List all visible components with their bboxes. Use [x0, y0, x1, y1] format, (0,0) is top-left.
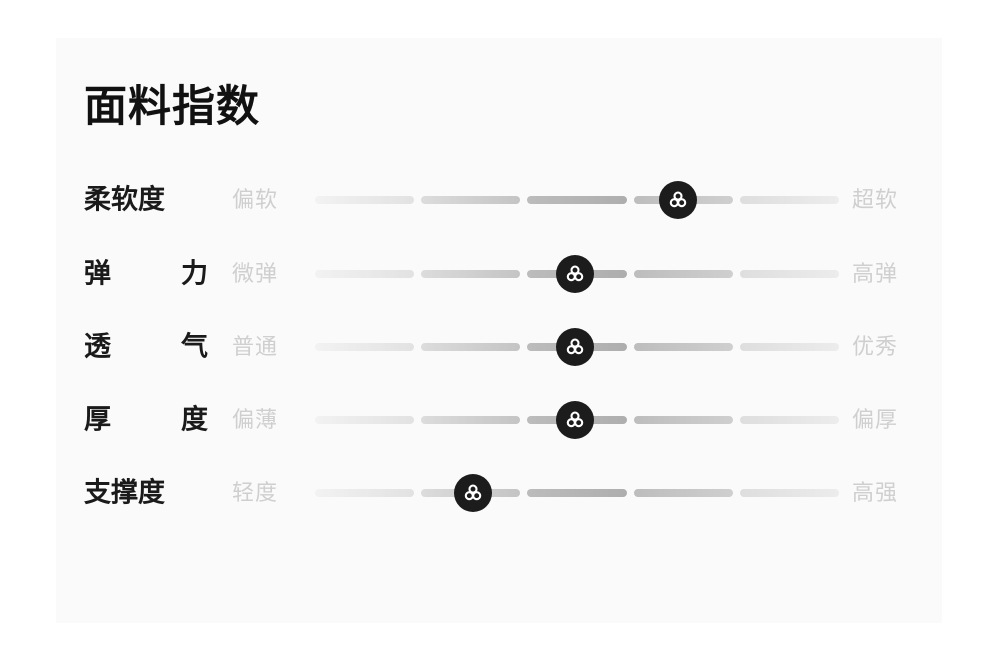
row-left-end-label: 偏薄	[232, 407, 279, 432]
track-segment-5[interactable]	[739, 416, 840, 424]
row-right-end-label: 优秀	[852, 334, 899, 359]
row-left-end-label: 微弹	[232, 261, 279, 286]
slider-thumb-3[interactable]	[556, 328, 594, 366]
page-title: 面料指数	[84, 83, 260, 131]
track-segment-1[interactable]	[315, 416, 415, 424]
track-segment-4[interactable]	[633, 270, 733, 278]
fabric-index-row-3: 透气 普通 优秀	[56, 321, 942, 373]
row-slider-track[interactable]	[315, 196, 840, 204]
track-segment-2[interactable]	[421, 270, 521, 278]
slider-thumb-5[interactable]	[454, 474, 492, 512]
track-segment-5[interactable]	[739, 270, 840, 278]
fabric-index-panel: 面料指数 柔软度 偏软 超软 弹力	[56, 38, 942, 623]
track-segment-5[interactable]	[739, 343, 840, 351]
track-segment-2[interactable]	[421, 416, 521, 424]
fabric-index-row-4: 厚度 偏薄 偏厚	[56, 394, 942, 446]
row-right-end-label: 高强	[852, 480, 899, 505]
row-left-end-label: 偏软	[232, 187, 279, 212]
row-right-end-label: 超软	[852, 187, 899, 212]
row-right-end-label: 偏厚	[852, 407, 899, 432]
track-segment-1[interactable]	[315, 196, 415, 204]
track-segment-4[interactable]	[633, 416, 733, 424]
track-segment-2[interactable]	[421, 196, 521, 204]
track-segment-5[interactable]	[739, 196, 840, 204]
slider-thumb-4[interactable]	[556, 401, 594, 439]
track-segment-4[interactable]	[633, 489, 733, 497]
fabric-index-row-5: 支撑度 轻度 高强	[56, 467, 942, 519]
slider-thumb-2[interactable]	[556, 255, 594, 293]
track-segment-1[interactable]	[315, 270, 415, 278]
row-right-end-label: 高弹	[852, 261, 899, 286]
trefoil-icon	[563, 335, 587, 359]
row-label-4: 厚度	[84, 404, 208, 435]
row-left-end-label: 轻度	[232, 480, 279, 505]
track-segment-4[interactable]	[633, 343, 733, 351]
trefoil-icon	[563, 408, 587, 432]
trefoil-icon	[461, 481, 485, 505]
trefoil-icon	[666, 188, 690, 212]
row-label-3: 透气	[84, 331, 208, 362]
fabric-index-row-1: 柔软度 偏软 超软	[56, 174, 942, 226]
row-label-5: 支撑度	[84, 477, 165, 508]
track-segment-5[interactable]	[739, 489, 840, 497]
row-label-2: 弹力	[84, 258, 208, 289]
row-label-1: 柔软度	[84, 184, 165, 215]
track-segment-3[interactable]	[527, 196, 627, 204]
track-segment-2[interactable]	[421, 343, 521, 351]
fabric-index-row-2: 弹力 微弹 高弹	[56, 248, 942, 300]
track-segment-3[interactable]	[527, 489, 627, 497]
row-left-end-label: 普通	[232, 334, 279, 359]
row-slider-track[interactable]	[315, 489, 840, 497]
trefoil-icon	[563, 262, 587, 286]
slider-thumb-1[interactable]	[659, 181, 697, 219]
track-segment-1[interactable]	[315, 343, 415, 351]
track-segment-1[interactable]	[315, 489, 415, 497]
